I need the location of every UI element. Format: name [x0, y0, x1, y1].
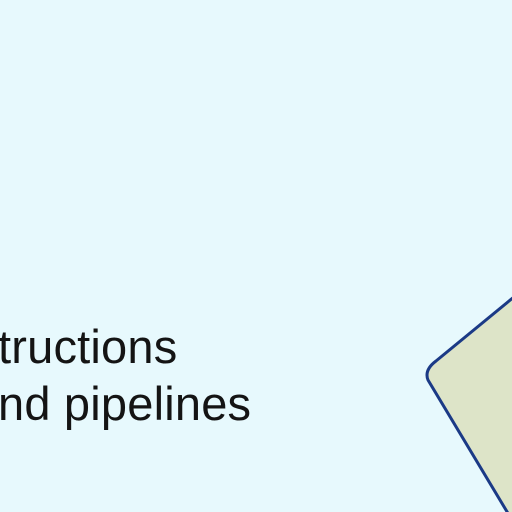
caption-line-1: tructions [0, 320, 178, 373]
diagram-caption: tructions nd pipelines [0, 318, 251, 432]
rotated-box [425, 296, 512, 512]
caption-line-2: nd pipelines [0, 377, 252, 430]
